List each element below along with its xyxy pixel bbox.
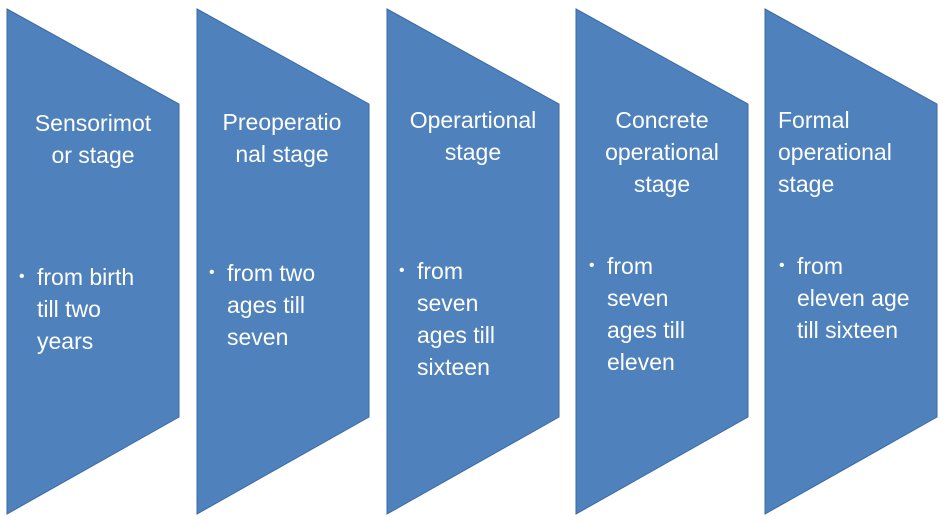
stage-bullet-text-1: from birth till two years — [37, 264, 135, 354]
bullet-icon: • — [209, 264, 215, 281]
chevron-shape-4 — [575, 8, 749, 515]
chevron-shape-1 — [6, 8, 180, 515]
stage-bullet-text-4: from seven ages till eleven — [607, 253, 685, 375]
stage-title-3: Operartional stage — [409, 107, 537, 165]
stage-bullet-text-2: from two ages till seven — [227, 260, 316, 350]
stage-title-2: Preoperatio nal stage — [222, 109, 342, 167]
stage-title-1: Sensorimot or stage — [34, 110, 152, 168]
chevron-shape-5 — [764, 8, 938, 515]
bullet-icon: • — [779, 257, 785, 274]
chevron-shape-3 — [386, 8, 560, 515]
stage-bullet-5: • from eleven age till sixteen — [779, 250, 937, 346]
stage-bullet-1: • from birth till two years — [19, 261, 177, 357]
stage-title-4: Concrete operational stage — [605, 107, 719, 197]
bullet-icon: • — [19, 268, 25, 285]
stage-bullet-4: • from seven ages till eleven — [589, 250, 745, 378]
stage-bullet-text-5: from eleven age till sixteen — [797, 253, 910, 343]
chevron-shape-2 — [196, 8, 370, 515]
bullet-icon: • — [399, 262, 405, 279]
stage-title-5: Formal operational stage — [778, 107, 892, 197]
stage-bullet-2: • from two ages till seven — [209, 257, 367, 353]
stage-bullet-3: • from seven ages till sixteen — [399, 255, 557, 383]
bullet-icon: • — [589, 257, 595, 274]
stage-bullet-text-3: from seven ages till sixteen — [417, 258, 495, 380]
